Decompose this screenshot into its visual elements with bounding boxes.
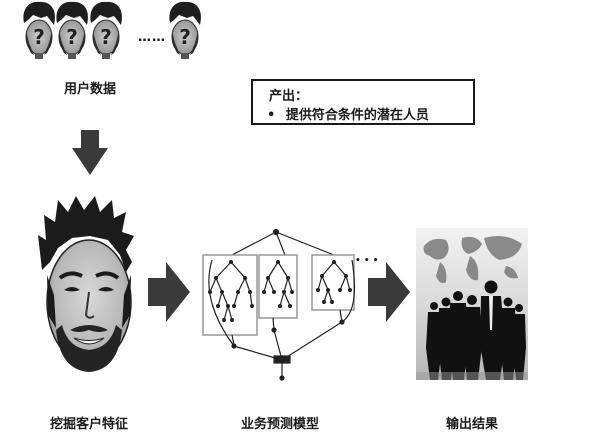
- output-result-label: 输出结果: [445, 417, 498, 432]
- more-users-ellipsis: ……: [138, 30, 166, 45]
- unknown-person-icon: [55, 1, 89, 60]
- output-box-title: 产出：: [269, 89, 309, 104]
- right-arrow-icon: [368, 262, 410, 322]
- unknown-person-icon: [22, 1, 56, 60]
- business-people-image: [416, 228, 528, 380]
- output-box: 产出： • 提供符合条件的潜在人员: [251, 79, 475, 125]
- customer-face-icon: [38, 196, 134, 372]
- bullet: •: [267, 108, 276, 123]
- unknown-person-icon: [168, 1, 202, 60]
- model-more-dots: • • •: [355, 256, 379, 266]
- right-arrow-icon: [148, 262, 190, 322]
- prediction-model-diagram: [202, 228, 356, 381]
- output-box-item: • 提供符合条件的潜在人员: [267, 104, 429, 123]
- user-data-label: 用户数据: [63, 82, 116, 97]
- customer-features-label: 挖掘客户特征: [49, 417, 128, 432]
- prediction-model-label: 业务预测模型: [240, 417, 319, 432]
- unknown-person-icon: [89, 1, 123, 60]
- down-arrow-icon: [72, 130, 108, 175]
- output-item-text: 提供符合条件的潜在人员: [285, 108, 429, 123]
